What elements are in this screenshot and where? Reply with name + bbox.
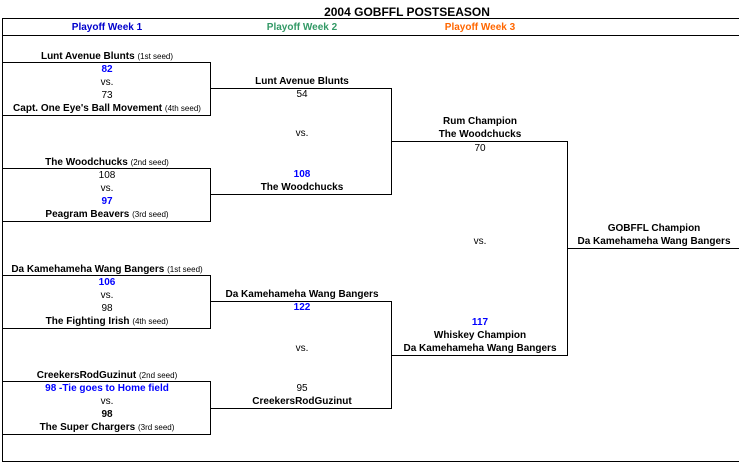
- bracket-line: [2, 434, 211, 435]
- frame-bottom: [2, 461, 739, 462]
- week1-match3-score2: 98: [101, 303, 113, 314]
- week1-match1-team1: Lunt Avenue Blunts (1st seed): [40, 51, 174, 62]
- week1-match4-team2: The Super Chargers (3rd seed): [39, 422, 175, 433]
- week2-match1-score2: 108: [293, 169, 311, 180]
- bracket-line: [2, 168, 211, 169]
- week1-match3-vs: vs.: [100, 290, 114, 301]
- frame-left: [2, 18, 3, 462]
- week2-match2-team1: Da Kamehameha Wang Bangers: [225, 289, 379, 300]
- bracket-line: [2, 381, 211, 382]
- bracket-line: [210, 88, 392, 89]
- week2-match1-score1: 54: [296, 89, 308, 100]
- week1-match1-vs: vs.: [100, 77, 114, 88]
- week3-team2: Da Kamehameha Wang Bangers: [403, 343, 557, 354]
- week1-match4-team1: CreekersRodGuzinut (2nd seed): [36, 370, 178, 381]
- week2-match1-team2: The Woodchucks: [260, 182, 344, 193]
- week3-vs: vs.: [473, 236, 487, 247]
- week3-score2: 117: [471, 317, 489, 328]
- week3-title2: Whiskey Champion: [433, 330, 527, 341]
- week2-match2-score1: 122: [293, 302, 311, 313]
- bracket-line: [2, 328, 211, 329]
- week1-match2-score2: 97: [101, 196, 113, 207]
- page-title: 2004 GOBFFL POSTSEASON: [324, 5, 490, 19]
- week1-match1-score1: 82: [101, 64, 113, 75]
- week2-match1-vs: vs.: [295, 128, 309, 139]
- week2-match2-team2: CreekersRodGuzinut: [252, 396, 352, 407]
- week3-team1: The Woodchucks: [438, 129, 522, 140]
- bracket-line: [2, 221, 211, 222]
- week-header-3: Playoff Week 3: [444, 22, 516, 33]
- week1-match2-score1: 108: [98, 170, 116, 181]
- week-header-1: Playoff Week 1: [71, 22, 143, 33]
- champion-title: GOBFFL Champion: [607, 223, 701, 234]
- bracket-line: [2, 275, 211, 276]
- week2-match2-vs: vs.: [295, 343, 309, 354]
- week1-match2-team1: The Woodchucks (2nd seed): [45, 157, 169, 168]
- week1-match3-team1: Da Kamehameha Wang Bangers (1st seed): [11, 264, 203, 275]
- bracket-line: [567, 248, 739, 249]
- header-rule-bottom: [2, 35, 739, 36]
- bracket-line: [2, 62, 211, 63]
- week-header-2: Playoff Week 2: [266, 22, 338, 33]
- week2-match2-score2: 95: [296, 383, 308, 394]
- week1-match1-score2: 73: [101, 90, 113, 101]
- bracket-line: [210, 408, 392, 409]
- week1-match2-vs: vs.: [100, 183, 114, 194]
- week3-title1: Rum Champion: [443, 116, 517, 127]
- week1-match3-team2: The Fighting Irish (4th seed): [45, 316, 169, 327]
- week1-match4-score1: 98 -Tie goes to Home field: [45, 383, 169, 394]
- bracket-line: [210, 62, 211, 116]
- week2-match1-team1: Lunt Avenue Blunts: [255, 76, 349, 87]
- bracket-line: [210, 301, 392, 302]
- bracket-line: [391, 141, 568, 142]
- bracket-line: [391, 355, 568, 356]
- week1-match4-score2: 98: [101, 409, 113, 420]
- bracket-line: [2, 115, 211, 116]
- week3-score1: 70: [474, 143, 486, 154]
- week1-match2-team2: Peagram Beavers (3rd seed): [45, 209, 169, 220]
- bracket-line: [210, 194, 392, 195]
- header-rule-top: [2, 18, 739, 19]
- week1-match1-team2: Capt. One Eye's Ball Movement (4th seed): [13, 103, 201, 114]
- bracket-line: [210, 168, 211, 222]
- bracket-line: [210, 275, 211, 329]
- champion-team: Da Kamehameha Wang Bangers: [577, 236, 731, 247]
- week1-match4-vs: vs.: [100, 396, 114, 407]
- week1-match3-score1: 106: [98, 277, 116, 288]
